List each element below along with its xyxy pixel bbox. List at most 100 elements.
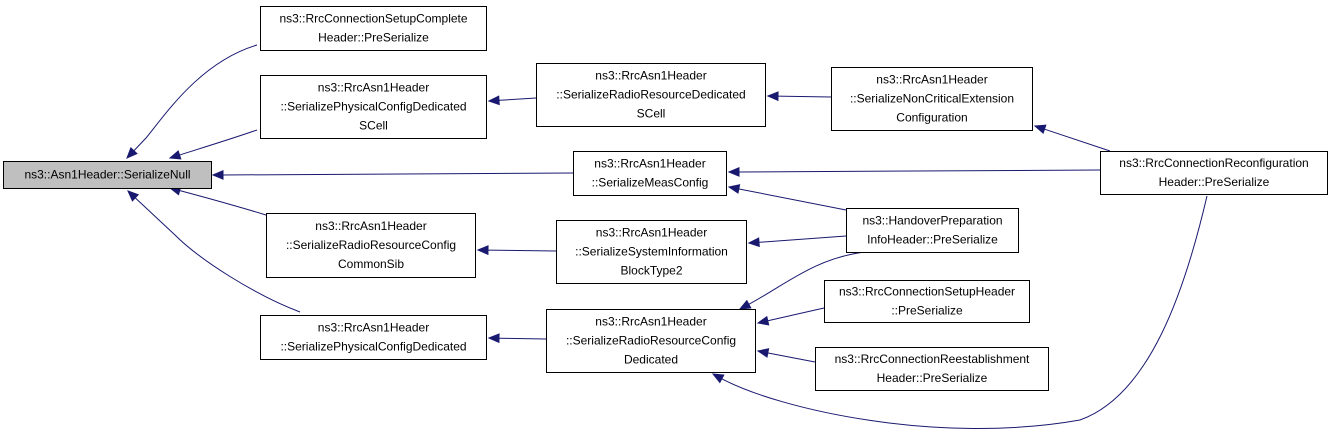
node-label-line: ::SerializePhysicalConfigDedicated [280,340,466,354]
edge-line [134,196,301,313]
node-phys-cfg-ded[interactable]: ns3::RrcAsn1Header::SerializePhysicalCon… [260,315,487,360]
node-label-line: ns3::RrcConnectionSetupHeader [839,285,1015,299]
node-radio-res-ded-scell[interactable]: ns3::RrcAsn1Header::SerializeRadioResour… [536,63,766,127]
node-label-line: Header::PreSerialize [877,371,988,385]
edge-rrc_reconfig-to-meas_config [727,166,1101,177]
node-label-line: Header::PreSerialize [1159,175,1270,189]
arrowhead-icon [127,190,140,202]
edge-meas_config-to-serialize_null [211,169,574,180]
edge-line [747,251,866,306]
node-label-line: ::SerializeRadioResourceConfig [286,238,456,252]
edge-phys_cfg_ded_scell-to-serialize_null [168,129,258,160]
node-label-line: CommonSib [338,257,404,271]
node-label-line: ::SerializeMeasConfig [592,176,709,190]
arrowhead-icon [727,184,741,194]
arrowhead-icon [487,333,500,344]
node-meas-config[interactable]: ns3::RrcAsn1Header::SerializeMeasConfig [573,151,727,196]
node-label-line: ns3::HandoverPreparation [862,214,1002,228]
node-label-line: ns3::RrcAsn1Header [595,315,706,329]
node-phys-cfg-ded-scell[interactable]: ns3::RrcAsn1Header::SerializePhysicalCon… [260,75,487,139]
node-label-line: BlockType2 [620,264,682,278]
edge-line [766,352,816,363]
arrowhead-icon [126,146,138,159]
edge-handover_prep-to-sys_info_block2 [747,235,847,248]
node-box[interactable] [815,347,1049,391]
node-box[interactable] [260,315,487,360]
edge-radio_res_cfg_common_sib-to-serialize_null [168,185,267,216]
node-label-line: ns3::RrcAsn1Header [315,219,426,233]
edge-line [497,337,547,340]
node-label-line: InfoHeader::PreSerialize [867,233,998,247]
arrowhead-icon [727,166,740,177]
node-label-line: Dedicated [624,353,678,367]
edge-radio_res_cfg_ded-to-phys_cfg_ded [487,333,547,344]
node-label-line: ::PreSerialize [891,304,963,318]
node-rrc-setup-complete[interactable]: ns3::RrcConnectionSetupCompleteHeader::P… [260,6,487,51]
node-box[interactable] [573,151,727,196]
node-handover-prep[interactable]: ns3::HandoverPreparationInfoHeader::PreS… [846,208,1019,253]
edge-handover_prep-to-radio_res_cfg_ded [738,251,866,310]
edge-rrc_reconfig-to-noncritical_ext [1033,124,1111,152]
edges-layer [126,44,1208,429]
arrowhead-icon [711,373,725,384]
node-serialize-null[interactable]: ns3::Asn1Header::SerializeNull [3,161,212,189]
edge-rrc_setup_complete-to-serialize_null [126,44,258,159]
arrowhead-icon [487,95,500,106]
node-label-line: ns3::RrcAsn1Header [318,321,429,335]
node-box[interactable] [556,220,747,284]
arrowhead-icon [747,237,760,248]
edge-line [178,129,258,156]
edge-rrc_setup_header-to-radio_res_cfg_ded [756,307,825,326]
node-label-line: ns3::RrcConnectionSetupComplete [279,12,467,26]
node-rrc-reconfig[interactable]: ns3::RrcConnectionReconfigurationHeader:… [1100,151,1328,195]
arrowhead-icon [211,169,224,180]
edge-line [486,249,557,252]
node-noncritical-ext[interactable]: ns3::RrcAsn1Header::SerializeNonCritical… [831,67,1033,131]
node-label-line: ns3::RrcConnectionReconfiguration [1119,156,1308,170]
node-box[interactable] [831,67,1033,131]
node-box[interactable] [546,309,756,373]
edge-line [132,44,258,152]
edge-line [178,189,267,216]
node-rrc-reestablishment[interactable]: ns3::RrcConnectionReestablishmentHeader:… [815,347,1049,391]
node-box[interactable] [3,161,212,189]
node-rrc-setup-header[interactable]: ns3::RrcConnectionSetupHeader::PreSerial… [824,280,1030,323]
node-label-line: ns3::RrcAsn1Header [318,81,429,95]
nodes-layer: ns3::Asn1Header::SerializeNullns3::RrcCo… [3,6,1328,391]
node-sys-info-block2[interactable]: ns3::RrcAsn1Header::SerializeSystemInfor… [556,220,747,284]
edge-line [1043,128,1111,152]
edge-line [757,235,847,243]
node-label-line: Configuration [896,111,967,125]
node-box[interactable] [846,208,1019,253]
node-box[interactable] [260,75,487,139]
edge-line [766,307,825,322]
arrowhead-icon [738,299,752,310]
node-label-line: ns3::RrcAsn1Header [596,226,707,240]
node-box[interactable] [1100,151,1328,195]
arrowhead-icon [1033,124,1047,135]
node-box[interactable] [536,63,766,127]
node-label-line: SCell [359,119,388,133]
node-label-line: ns3::RrcConnectionReestablishment [835,352,1030,366]
arrowhead-icon [766,91,779,102]
edge-phys_cfg_ded-to-serialize_null [127,190,301,313]
arrowhead-icon [756,348,770,358]
node-label-line: ns3::RrcAsn1Header [595,69,706,83]
node-label-line: SCell [637,107,666,121]
arrowhead-icon [476,245,489,256]
node-radio-res-cfg-ded[interactable]: ns3::RrcAsn1Header::SerializeRadioResour… [546,309,756,373]
node-label-line: ::SerializePhysicalConfigDedicated [280,100,466,114]
edge-line [221,172,574,176]
edge-line [737,169,1101,173]
edge-rrc_reconfig-to-radio_res_cfg_ded [711,195,1208,429]
edge-line [737,188,847,211]
node-box[interactable] [824,280,1030,323]
node-radio-res-cfg-common-sib[interactable]: ns3::RrcAsn1Header::SerializeRadioResour… [266,213,476,278]
edge-rrc_reestablishment-to-radio_res_cfg_ded [756,348,816,363]
node-label-line: ns3::RrcAsn1Header [594,157,705,171]
node-label-line: ::SerializeSystemInformation [575,245,728,259]
node-box[interactable] [266,213,476,278]
edge-noncritical_ext-to-radio_res_ded_scell [766,91,832,102]
node-box[interactable] [260,6,487,51]
